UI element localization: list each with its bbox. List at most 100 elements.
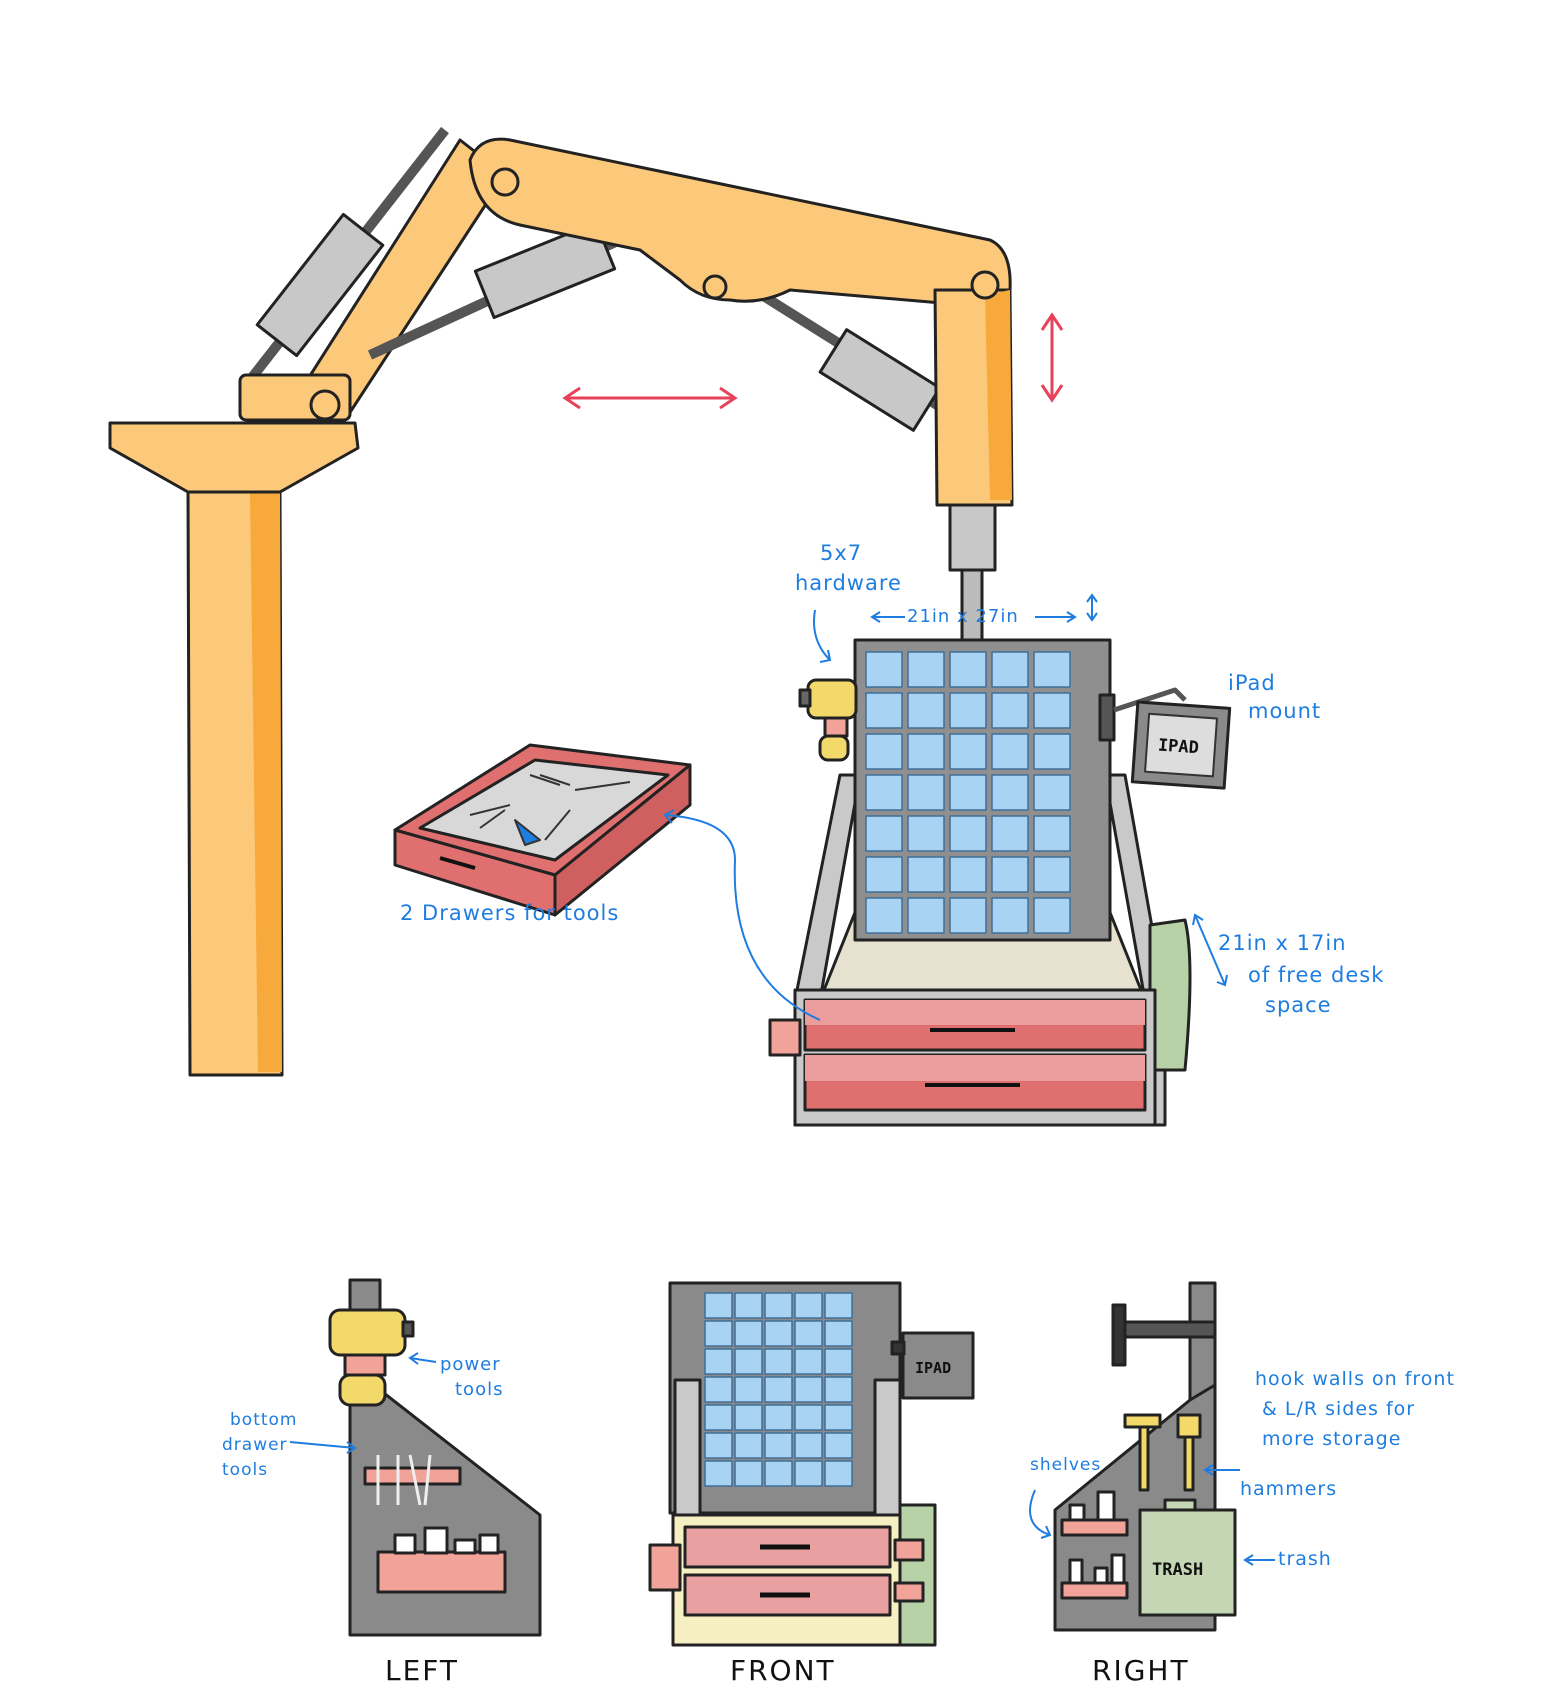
hardware-bin [907,651,945,688]
piston-middle [367,220,623,360]
hardware-bin [1033,733,1071,770]
hardware-bin [764,1432,793,1459]
hardware-bin [991,856,1029,893]
hook-walls-note-line1: hook walls on front [1255,1368,1455,1390]
hardware-bin [865,651,903,688]
crane-shaft [948,503,997,572]
hardware-bin [1033,651,1071,688]
view-label-left: LEFT [385,1654,459,1687]
hardware-bin [734,1320,763,1347]
power-tools-note-line1: power [440,1354,501,1375]
ipad-mount: IPAD [1098,687,1232,790]
hardware-bin [991,815,1029,852]
bottom-tray [376,1550,507,1594]
shelf-lower [1060,1581,1129,1600]
hardware-note-line1: 5x7 [820,541,862,565]
hardware-bin [1033,774,1071,811]
side-drawer-tab [768,1018,802,1057]
drawers-note: 2 Drawers for tools [400,901,619,925]
crane-upper-boom [468,137,1012,310]
hardware-pointer [813,609,831,661]
hardware-bin [794,1460,823,1487]
hardware-bin [794,1320,823,1347]
hardware-bin [1033,692,1071,729]
hardware-bin [907,774,945,811]
hardware-bin [704,1460,733,1487]
hardware-bin [1033,897,1071,934]
desk-space-note-line3: space [1265,993,1332,1017]
desk-space-arrow [1192,913,1228,987]
hardware-bin [704,1348,733,1375]
dimension-arrow-vertical [1086,593,1098,622]
bottom-drawer-note-line3: tools [222,1460,268,1480]
hardware-bin [865,856,903,893]
desk-space-note-line2: of free desk [1248,963,1384,987]
hardware-bin [907,692,945,729]
piston-rear [246,126,449,384]
hardware-bin [764,1348,793,1375]
vertical-motion-arrow [1040,312,1064,403]
front-drawer-bottom[interactable] [683,1573,892,1617]
horizontal-motion-arrow [562,386,738,410]
joint-pin [309,389,341,421]
left-side-panel [348,1388,542,1637]
hardware-bin [865,815,903,852]
hardware-bin [704,1292,733,1319]
view-label-front: FRONT [730,1654,836,1687]
hardware-bin [764,1320,793,1347]
hardware-bin [865,774,903,811]
right-view: TRASH [1053,1281,1237,1632]
hardware-bin [704,1376,733,1403]
hardware-bin [734,1292,763,1319]
left-view [328,1278,542,1637]
crane-mount-plate [108,421,360,494]
hardware-bin [907,897,945,934]
hardware-bin [949,897,987,934]
hardware-bin [764,1404,793,1431]
hardware-bin [991,897,1029,934]
joint-pin [970,270,1000,300]
hardware-bin [865,692,903,729]
joint-pin [490,167,520,197]
drill-icon [798,678,858,762]
hardware-bin [1033,815,1071,852]
hardware-bin [794,1404,823,1431]
ipad-mount-note-line2: mount [1248,699,1321,723]
shelf-upper [1060,1518,1129,1537]
hardware-bin [865,733,903,770]
ipad-label: IPAD [1157,735,1199,758]
shelves-note: shelves [1030,1455,1101,1475]
power-tools-note-line2: tools [455,1379,503,1400]
hardware-bin [907,856,945,893]
hardware-bin [824,1432,853,1459]
hardware-bin [764,1292,793,1319]
hardware-bin [824,1320,853,1347]
ipad-mount-note-line1: iPad [1228,671,1276,695]
hardware-bin [949,815,987,852]
hardware-bin [824,1348,853,1375]
motion-arrows [562,312,1064,410]
front-ipad-label: IPAD [915,1359,951,1377]
left-view-pointers [289,1352,437,1454]
hardware-bin [704,1404,733,1431]
hardware-bin [949,856,987,893]
hardware-bin [764,1460,793,1487]
hardware-bin [991,692,1029,729]
front-bin-grid [704,1292,853,1487]
power-drill-icon [328,1308,415,1407]
hardware-bin [949,733,987,770]
annotation-arrows [663,593,1228,1021]
trash-bin [1148,918,1192,1072]
hardware-bin [949,651,987,688]
hardware-bin [949,692,987,729]
hook-walls-note-line3: more storage [1262,1428,1401,1450]
hardware-bin [734,1348,763,1375]
hardware-bin [794,1348,823,1375]
bottom-drawer-note-line1: bottom [230,1410,297,1430]
hardware-note-line2: hardware [795,571,902,595]
hardware-bin [824,1460,853,1487]
right-view-pointers [1029,1464,1275,1566]
hardware-bin [907,733,945,770]
dimension-arrow-horizontal [870,611,1077,623]
